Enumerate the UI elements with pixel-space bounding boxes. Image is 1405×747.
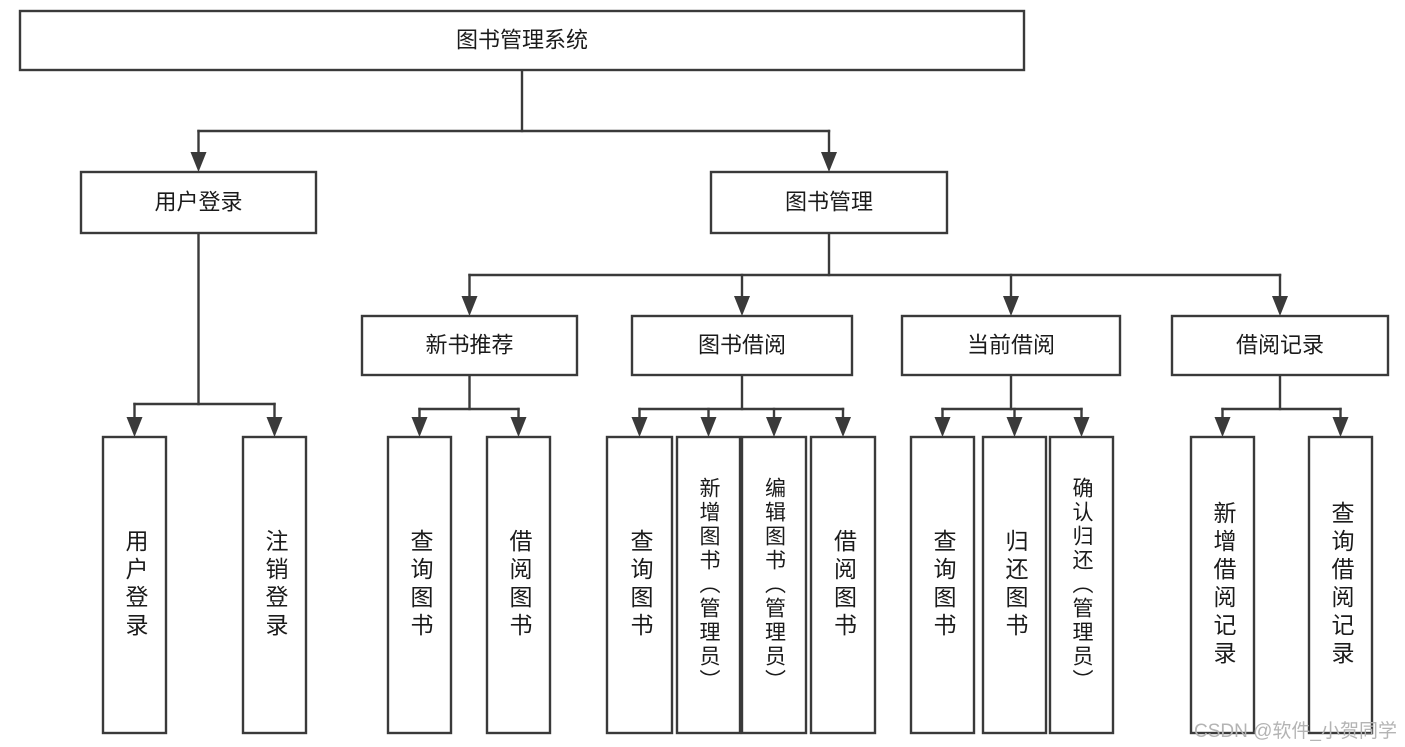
watermark-text: CSDN @软件_小贺同学: [1194, 721, 1397, 742]
arrow-head-leaf-borrow-book-recommend: [510, 417, 527, 437]
node-box-book-management[interactable]: [709, 170, 949, 235]
arrow-head-leaf-query-borrow-record: [1332, 417, 1349, 437]
node-label-root: 图书管理系统: [456, 27, 588, 52]
arrow-head-leaf-query-book-borrow: [631, 417, 648, 437]
arrow-head-leaf-query-book-current: [934, 417, 951, 437]
node-label-borrow-records: 借阅记录: [1236, 332, 1324, 357]
arrow-head-leaf-edit-book-admin: [766, 417, 782, 437]
node-box-leaf-logout[interactable]: [241, 435, 308, 735]
node-box-new-book-recommend[interactable]: [360, 314, 579, 377]
node-box-leaf-query-book-borrow[interactable]: [605, 435, 674, 735]
node-box-leaf-confirm-return-admin[interactable]: [1048, 435, 1115, 735]
node-box-leaf-user-login[interactable]: [101, 435, 168, 735]
node-box-leaf-edit-book-admin[interactable]: [740, 435, 808, 735]
node-box-leaf-query-book-recommend[interactable]: [386, 435, 453, 735]
arrow-head-leaf-logout: [266, 417, 283, 437]
arrow-head-new-book-recommend: [461, 296, 478, 316]
node-label-book-borrow: 图书借阅: [698, 332, 786, 357]
node-box-leaf-return-book[interactable]: [981, 435, 1048, 735]
arrow-head-leaf-confirm-return-admin: [1073, 417, 1090, 437]
arrow-head-book-borrow: [734, 296, 750, 316]
arrow-head-leaf-query-book-recommend: [411, 417, 428, 437]
node-boxes: [18, 9, 1390, 735]
node-box-leaf-borrow-book-recommend[interactable]: [485, 435, 552, 735]
arrow-head-leaf-borrow-book: [835, 417, 851, 437]
arrow-head-book-management: [821, 152, 837, 172]
arrow-head-leaf-user-login: [126, 417, 143, 437]
node-box-user-login[interactable]: [79, 170, 318, 235]
connector-lines: [126, 68, 1349, 437]
node-box-leaf-add-borrow-record[interactable]: [1189, 435, 1256, 735]
node-label-user-login: 用户登录: [154, 189, 242, 214]
node-label-book-management: 图书管理: [785, 189, 873, 214]
node-box-leaf-borrow-book[interactable]: [809, 435, 877, 735]
arrow-head-leaf-return-book: [1006, 417, 1023, 437]
node-box-leaf-query-book-current[interactable]: [909, 435, 976, 735]
arrow-head-borrow-records: [1272, 296, 1288, 316]
node-label-current-borrow: 当前借阅: [967, 332, 1055, 357]
node-box-root[interactable]: [18, 9, 1026, 72]
node-box-current-borrow[interactable]: [900, 314, 1122, 377]
node-box-leaf-add-book-admin[interactable]: [675, 435, 742, 735]
node-box-leaf-query-borrow-record[interactable]: [1307, 435, 1374, 735]
arrow-head-leaf-add-book-admin: [700, 417, 717, 437]
arrow-head-current-borrow: [1003, 296, 1019, 316]
node-box-book-borrow[interactable]: [630, 314, 854, 377]
arrow-head-user-login: [190, 152, 207, 172]
arrow-head-leaf-add-borrow-record: [1214, 417, 1231, 437]
node-box-borrow-records[interactable]: [1170, 314, 1390, 377]
node-label-new-book-recommend: 新书推荐: [425, 332, 513, 357]
